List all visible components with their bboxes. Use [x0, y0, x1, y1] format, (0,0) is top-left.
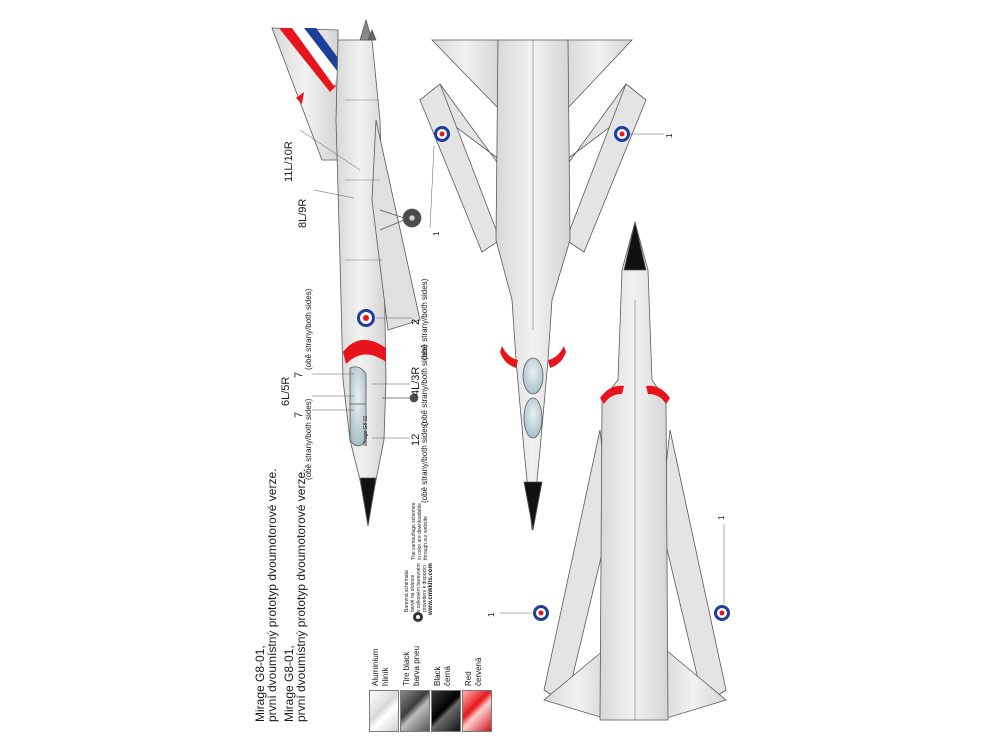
callout-12-note: (obě strany/both sides) — [420, 421, 429, 503]
legend-tire-cz: barva pneu — [412, 645, 421, 686]
callout-7a-note: (obě strany/both sides) — [304, 288, 313, 370]
bottom-view — [500, 220, 730, 721]
title-line-2: první dvoumístný prototyp dvoumotorové v… — [265, 468, 279, 722]
legend-red-cz: červená — [474, 657, 483, 686]
nose-text: Mirage G8 01 — [363, 415, 369, 446]
legend-black-cz: černá — [443, 665, 452, 686]
info-icon — [413, 612, 423, 622]
callout-1-bot-right: 1 — [717, 515, 726, 520]
side-view — [271, 18, 422, 527]
title-line-4: první dvoumístný prototyp dvoumotorové v… — [294, 468, 308, 722]
callout-7a: 7 — [293, 371, 305, 378]
callout-1-bot-left: 1 — [487, 612, 496, 617]
roundel-icon — [533, 605, 549, 621]
roundel-icon — [357, 309, 375, 327]
callout-6L-5R: 6L/5R — [280, 376, 292, 406]
notice-url: www.cmkkits.com — [428, 563, 434, 615]
legend-aluminium-en: Aluminium — [371, 648, 380, 686]
legend-red-en: Red — [464, 671, 473, 686]
legend-aluminium-cz: hliník — [381, 667, 390, 686]
roundel-icon — [714, 605, 730, 621]
top-view — [419, 39, 664, 531]
callout-1-top-right: 1 — [665, 133, 674, 138]
swatch-tire-black — [400, 690, 430, 732]
callout-11L-10R: 11L/10R — [283, 141, 295, 182]
swatch-red — [462, 690, 492, 732]
callout-1-top-left: 1 — [432, 231, 441, 236]
callout-8L-9R: 8L/9R — [297, 198, 309, 228]
roundel-icon — [434, 126, 450, 142]
callout-4L-3R-note: (obě strany/both sides) — [420, 344, 429, 426]
roundel-icon — [614, 126, 630, 142]
swatch-aluminium — [369, 690, 399, 732]
legend-black-en: Black — [433, 666, 442, 686]
legend-tire-en: Tire black — [402, 651, 411, 686]
swatch-black — [431, 690, 461, 732]
notice-line-7: through our website — [423, 516, 429, 560]
